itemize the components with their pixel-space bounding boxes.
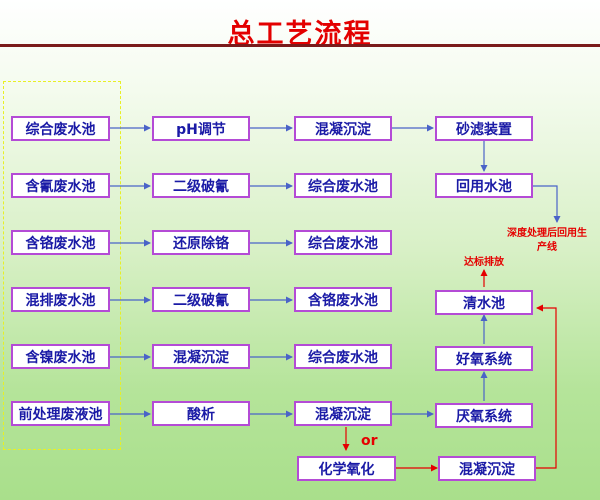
- step-ph-adjust: pH调节: [152, 116, 250, 141]
- to-chromium-pool: 含铬废水池: [294, 287, 392, 312]
- step-cyanide-breaking-1: 二级破氰: [152, 173, 250, 198]
- source-pools-group: [3, 81, 121, 450]
- to-integrated-pool-2: 综合废水池: [294, 230, 392, 255]
- reuse-note-line1: 深度处理后回用生: [507, 228, 587, 239]
- clear-water-pool: 清水池: [435, 290, 533, 315]
- to-integrated-pool-1: 综合废水池: [294, 173, 392, 198]
- title-underline: [0, 44, 600, 47]
- reuse-note-line2: 产线: [537, 242, 557, 253]
- chemical-oxidation: 化学氧化: [297, 456, 396, 481]
- discharge-label: 达标排放: [464, 257, 504, 268]
- aerobic-system: 好氧系统: [435, 346, 533, 371]
- arrow-reuse-to-production: [533, 185, 561, 223]
- step-coagulation-1: 混凝沉淀: [152, 344, 250, 369]
- reuse-water-pool: 回用水池: [435, 173, 533, 198]
- pool-integrated-wastewater: 综合废水池: [11, 116, 110, 141]
- pool-mixed-wastewater: 混排废水池: [11, 287, 110, 312]
- or-label: or: [361, 433, 378, 449]
- arrow-coag-to-clear: [536, 304, 557, 469]
- pool-pretreatment-waste: 前处理废液池: [11, 401, 110, 426]
- step-chromium-reduction: 还原除铬: [152, 230, 250, 255]
- pool-nickel-wastewater: 含镍废水池: [11, 344, 110, 369]
- step-cyanide-breaking-2: 二级破氰: [152, 287, 250, 312]
- anaerobic-system: 厌氧系统: [435, 403, 533, 428]
- step-coagulation-3: 混凝沉淀: [294, 401, 392, 426]
- pool-chromium-wastewater: 含铬废水池: [11, 230, 110, 255]
- to-integrated-pool-3: 综合废水池: [294, 344, 392, 369]
- step-coagulation-2: 混凝沉淀: [294, 116, 392, 141]
- step-coagulation-4: 混凝沉淀: [438, 456, 536, 481]
- pool-cyanide-wastewater: 含氰废水池: [11, 173, 110, 198]
- sand-filter-unit: 砂滤装置: [435, 116, 533, 141]
- step-acid-precipitation: 酸析: [152, 401, 250, 426]
